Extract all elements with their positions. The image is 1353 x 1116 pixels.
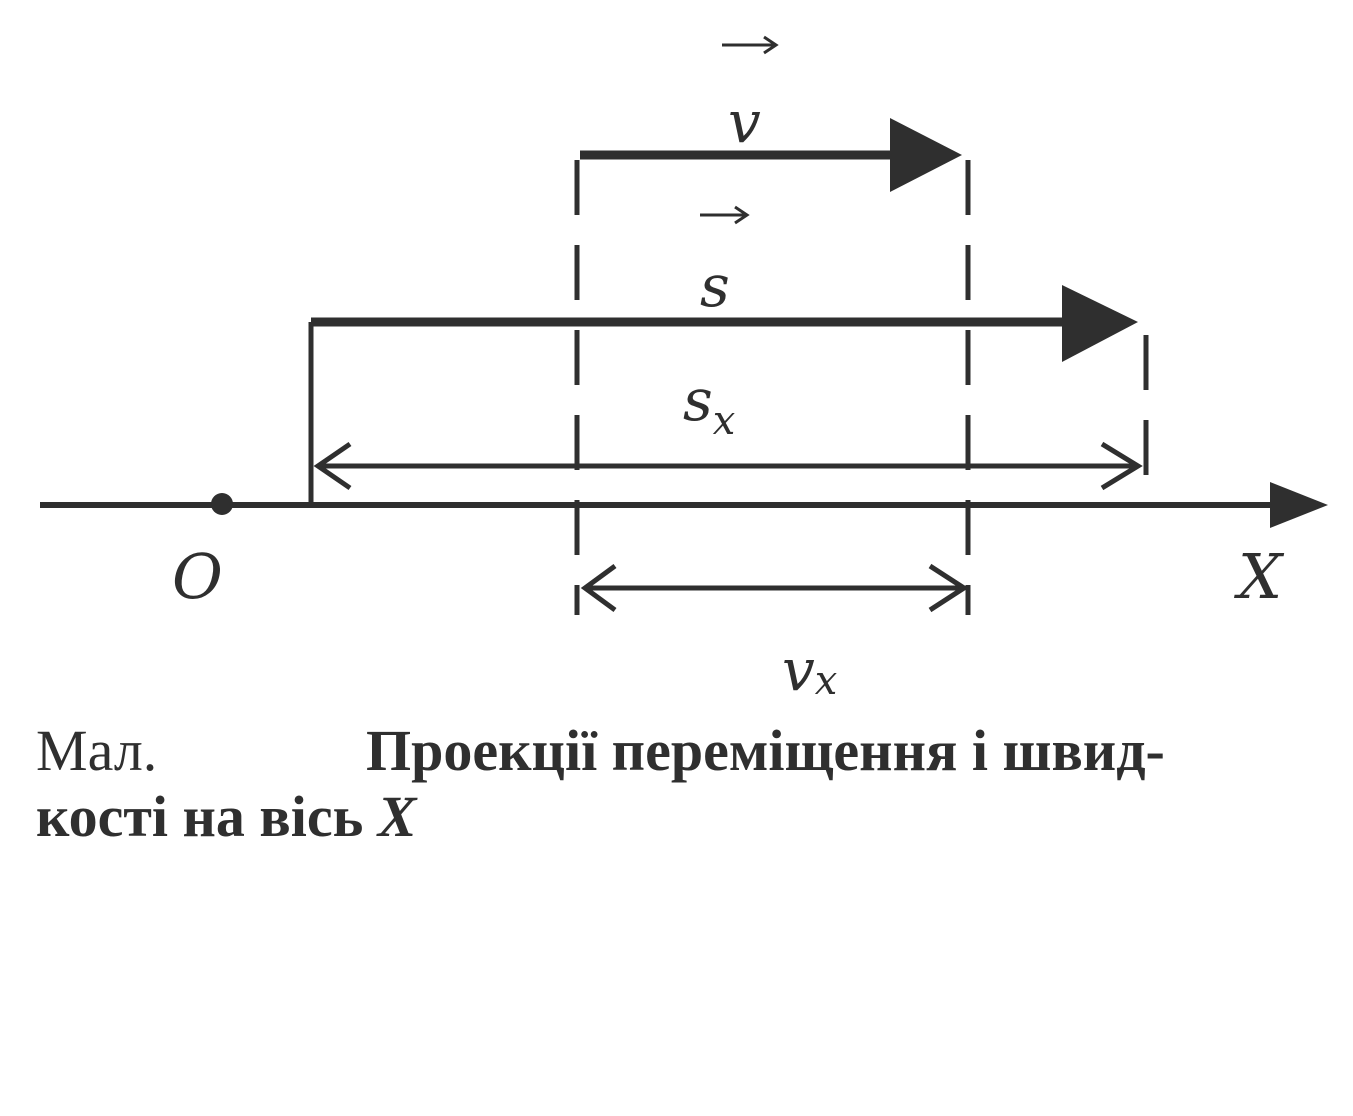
axis-label: X bbox=[1234, 540, 1285, 613]
displacement-label: s bbox=[700, 252, 730, 320]
displacement-vector bbox=[311, 285, 1138, 362]
caption-text-line2: кості на вісь bbox=[36, 784, 378, 849]
caption-prefix: Мал. bbox=[36, 718, 158, 783]
origin-label: O bbox=[172, 540, 223, 613]
guide-lines bbox=[574, 160, 971, 615]
sx-label: sx bbox=[683, 366, 735, 444]
sx-projection-arrow bbox=[313, 441, 1143, 491]
vx-label: vx bbox=[782, 636, 837, 700]
caption-text-line1: Проекції переміщення і швид- bbox=[366, 718, 1165, 783]
velocity-label: v bbox=[728, 88, 761, 156]
vx-projection-arrow bbox=[580, 563, 969, 613]
vector-mark-s bbox=[700, 205, 750, 225]
velocity-vector bbox=[580, 118, 962, 192]
vector-mark-v bbox=[722, 35, 779, 55]
x-axis bbox=[40, 482, 1328, 528]
projection-diagram: v s sx vx O X bbox=[40, 35, 1328, 700]
caption-axis: X bbox=[377, 784, 417, 849]
figure-caption: Мал. Проекції переміщення і швид- кості н… bbox=[36, 718, 1326, 850]
origin-point bbox=[211, 493, 233, 515]
